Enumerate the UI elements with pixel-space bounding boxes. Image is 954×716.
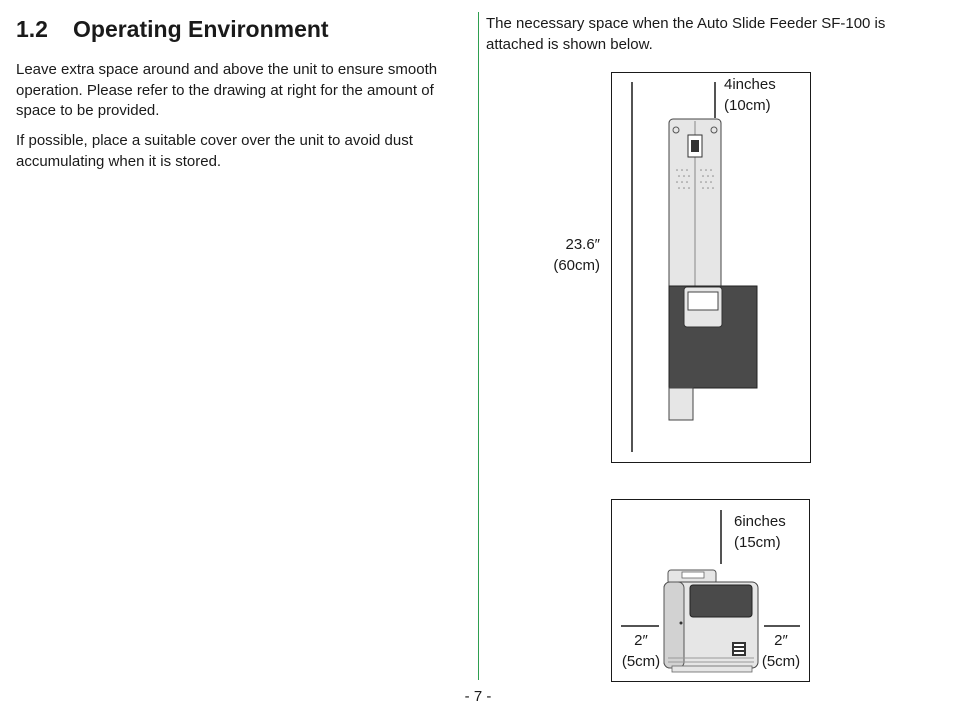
side-top-clearance-label-2: (10cm) <box>724 97 771 114</box>
side-height-label-2: (60cm) <box>553 257 600 274</box>
column-divider <box>478 12 479 680</box>
right-clearance-label-2: (5cm) <box>761 653 801 670</box>
left-clearance-label-1: 2″ <box>634 632 648 649</box>
front-top-clearance-label-2: (15cm) <box>734 534 781 551</box>
side-top-clearance-label-1: 4inches <box>724 76 776 93</box>
section-title: Operating Environment <box>73 16 329 42</box>
page-number: - 7 - <box>464 688 492 705</box>
right-clearance-label-1: 2″ <box>774 632 788 649</box>
paragraph-space: Leave extra space around and above the u… <box>16 61 438 119</box>
section-heading: 1.2 Operating Environment <box>16 16 329 43</box>
slide-feeder-front-icon <box>663 569 759 673</box>
left-clearance-label-2: (5cm) <box>621 653 661 670</box>
paragraph-cover: If possible, place a suitable cover over… <box>16 132 413 170</box>
side-height-label-1: 23.6″ <box>565 236 600 253</box>
front-top-clearance-label-1: 6inches <box>734 513 786 530</box>
section-number: 1.2 <box>16 16 48 42</box>
slide-feeder-side-icon <box>668 118 758 421</box>
intro-text: The necessary space when the Auto Slide … <box>486 15 886 53</box>
